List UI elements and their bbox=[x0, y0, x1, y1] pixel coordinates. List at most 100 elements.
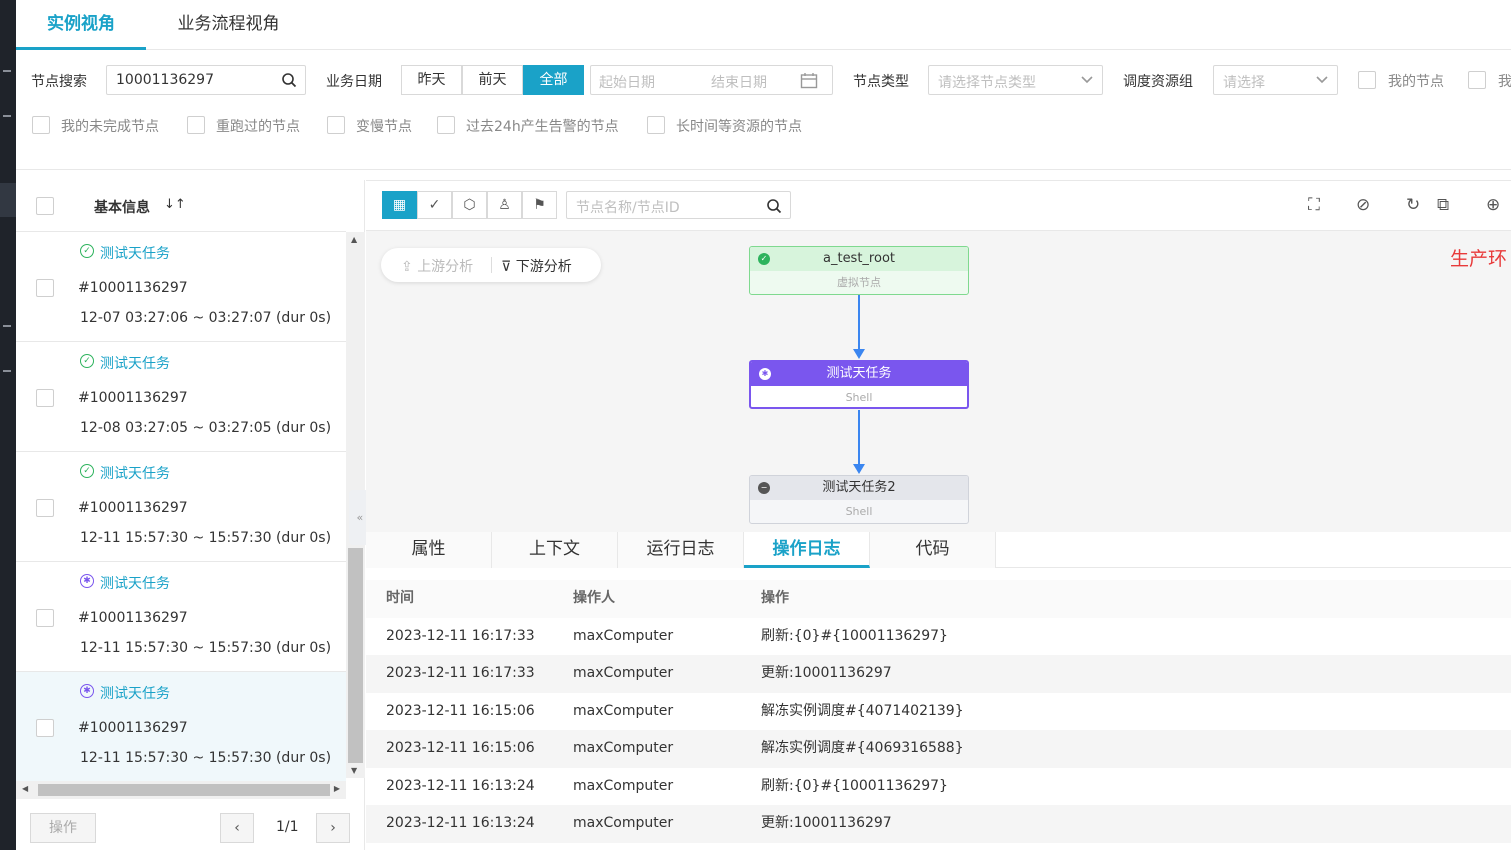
downstream-analysis-button[interactable]: ⊽ 下游分析 bbox=[501, 259, 572, 275]
long-wait-label: 长时间等资源的节点 bbox=[676, 119, 802, 135]
tab-business-flow-view[interactable]: 业务流程视角 bbox=[177, 14, 280, 34]
table-row: 2023-12-11 16:15:06 maxComputer 解冻实例调度#{… bbox=[366, 730, 1511, 768]
list-item[interactable]: ✓ 测试天任务 #10001136297 12-07 03:27:06 ~ 03… bbox=[16, 232, 346, 342]
user-icon[interactable]: ♙ bbox=[487, 191, 522, 219]
search-icon[interactable] bbox=[766, 198, 782, 214]
hide-icon[interactable]: ⊘ bbox=[1356, 195, 1371, 215]
sidebar-mark bbox=[3, 70, 11, 72]
dag-node-current[interactable]: ✱ 测试天任务 Shell bbox=[749, 360, 969, 409]
layers-icon[interactable]: ⧉ bbox=[1437, 195, 1450, 215]
instance-id: #10001136297 bbox=[78, 500, 188, 516]
search-icon[interactable] bbox=[281, 72, 297, 88]
scroll-down-icon[interactable]: ▼ bbox=[351, 766, 358, 775]
col-operator: 操作人 bbox=[573, 590, 615, 606]
table-header: 时间 操作人 操作 bbox=[366, 580, 1511, 618]
cell-time: 2023-12-11 16:13:24 bbox=[386, 815, 535, 831]
task-name-link[interactable]: 测试天任务 bbox=[100, 686, 170, 702]
instance-time: 12-07 03:27:06 ~ 03:27:07 (dur 0s) bbox=[80, 310, 332, 326]
flag-icon[interactable]: ⚑ bbox=[522, 191, 557, 219]
tab-run-log[interactable]: 运行日志 bbox=[618, 532, 744, 568]
list-item-checkbox[interactable] bbox=[36, 609, 54, 627]
upstream-analysis-button[interactable]: ⇪ 上游分析 bbox=[401, 259, 474, 275]
refresh-icon[interactable]: ↻ bbox=[1406, 195, 1421, 215]
list-item-checkbox[interactable] bbox=[36, 719, 54, 737]
scroll-thumb[interactable] bbox=[348, 548, 363, 763]
tab-code[interactable]: 代码 bbox=[870, 532, 996, 568]
task-name-link[interactable]: 测试天任务 bbox=[100, 356, 170, 372]
list-item-selected[interactable]: ✱ 测试天任务 #10001136297 12-11 15:57:30 ~ 15… bbox=[16, 672, 346, 782]
my-unfinished-checkbox[interactable] bbox=[32, 116, 50, 134]
graph-toolbar: ▦ ✓ ⬡ ♙ ⚑ 节点名称/节点ID ⛶ ⊘ ↻ ⧉ ⊕ bbox=[366, 181, 1511, 231]
zoom-in-icon[interactable]: ⊕ bbox=[1486, 195, 1501, 215]
list-item-checkbox[interactable] bbox=[36, 279, 54, 297]
list-item[interactable]: ✓ 测试天任务 #10001136297 12-08 03:27:05 ~ 03… bbox=[16, 342, 346, 452]
overflow-checkbox[interactable] bbox=[1468, 71, 1486, 89]
rerun-checkbox[interactable] bbox=[187, 116, 205, 134]
date-yesterday-button[interactable]: 昨天 bbox=[401, 65, 462, 95]
date-range-picker[interactable]: 起始日期 结束日期 bbox=[590, 65, 833, 95]
map-icon[interactable]: ⛶ bbox=[1308, 195, 1320, 215]
dag-node-downstream[interactable]: − 测试天任务2 Shell bbox=[749, 475, 969, 524]
sort-icon[interactable]: ↓↑ bbox=[164, 197, 186, 212]
cell-operator: maxComputer bbox=[573, 702, 674, 719]
my-nodes-checkbox[interactable] bbox=[1358, 71, 1376, 89]
scroll-left-icon[interactable]: ◀ bbox=[22, 784, 29, 793]
edge-arrow bbox=[853, 464, 865, 474]
cube-icon[interactable]: ⬡ bbox=[452, 191, 487, 219]
dag-node-root[interactable]: ✓ a_test_root 虚拟节点 bbox=[749, 246, 969, 295]
list-item-checkbox[interactable] bbox=[36, 499, 54, 517]
select-all-checkbox[interactable] bbox=[36, 197, 54, 215]
cell-time: 2023-12-11 16:15:06 bbox=[386, 702, 535, 719]
list-item[interactable]: ✓ 测试天任务 #10001136297 12-11 15:57:30 ~ 15… bbox=[16, 452, 346, 562]
bizdate-label: 业务日期 bbox=[326, 74, 382, 90]
tab-context[interactable]: 上下文 bbox=[492, 532, 618, 568]
node-search-input[interactable]: 10001136297 bbox=[106, 65, 306, 95]
scroll-right-icon[interactable]: ▶ bbox=[333, 784, 340, 793]
date-day-before-button[interactable]: 前天 bbox=[462, 65, 523, 95]
cell-operator: maxComputer bbox=[573, 740, 674, 756]
prev-page-button[interactable]: ‹ bbox=[220, 813, 254, 843]
sidebar-active-item[interactable] bbox=[0, 183, 16, 217]
long-wait-checkbox[interactable] bbox=[647, 116, 665, 134]
cell-operation: 解冻实例调度#{4071402139} bbox=[761, 702, 964, 719]
chevron-down-icon bbox=[1316, 76, 1328, 84]
cell-operation: 更新:10001136297 bbox=[761, 665, 892, 681]
date-all-button[interactable]: 全部 bbox=[523, 65, 584, 95]
check-circle-icon[interactable]: ✓ bbox=[417, 191, 452, 219]
scroll-up-icon[interactable]: ▲ bbox=[351, 235, 358, 244]
cell-time: 2023-12-11 16:17:33 bbox=[386, 627, 535, 644]
tab-instance-view[interactable]: 实例视角 bbox=[16, 0, 146, 50]
success-icon: ✓ bbox=[758, 253, 770, 265]
task-name-link[interactable]: 测试天任务 bbox=[100, 246, 170, 262]
list-item[interactable]: ✱ 测试天任务 #10001136297 12-11 15:57:30 ~ 15… bbox=[16, 562, 346, 672]
scroll-thumb[interactable] bbox=[38, 784, 330, 796]
running-icon: ✱ bbox=[80, 574, 94, 588]
next-page-button[interactable]: › bbox=[316, 813, 350, 843]
dag-edge bbox=[858, 410, 860, 465]
task-name-link[interactable]: 测试天任务 bbox=[100, 576, 170, 592]
table-row: 2023-12-11 16:17:33 maxComputer 更新:10001… bbox=[366, 655, 1511, 693]
slow-checkbox[interactable] bbox=[327, 116, 345, 134]
tab-operation-log[interactable]: 操作日志 bbox=[744, 532, 870, 568]
tab-properties[interactable]: 属性 bbox=[366, 532, 492, 568]
filter-panel: 节点搜索 10001136297 业务日期 昨天 前天 全部 起始日期 结束日期… bbox=[16, 50, 1511, 170]
task-name-link[interactable]: 测试天任务 bbox=[100, 466, 170, 482]
end-date-placeholder: 结束日期 bbox=[711, 75, 767, 91]
environment-label: 生产环 bbox=[1450, 248, 1508, 270]
list-horizontal-scrollbar[interactable]: ◀ ▶ bbox=[16, 781, 346, 799]
cell-operation: 更新:10001136297 bbox=[761, 815, 892, 831]
node-type-select[interactable]: 请选择节点类型 bbox=[928, 65, 1103, 95]
downstream-label: 下游分析 bbox=[515, 259, 572, 275]
node-filter-input[interactable]: 节点名称/节点ID bbox=[566, 191, 791, 219]
instance-id: #10001136297 bbox=[78, 390, 188, 406]
col-time: 时间 bbox=[386, 590, 414, 606]
batch-action-button[interactable]: 操作 bbox=[30, 813, 96, 843]
resource-group-select[interactable]: 请选择 bbox=[1213, 65, 1338, 95]
start-date-placeholder: 起始日期 bbox=[599, 75, 655, 91]
upstream-label: 上游分析 bbox=[417, 259, 474, 275]
alert-24h-checkbox[interactable] bbox=[437, 116, 455, 134]
grid-view-icon[interactable]: ▦ bbox=[382, 191, 417, 219]
list-item-checkbox[interactable] bbox=[36, 389, 54, 407]
alert-24h-label: 过去24h产生告警的节点 bbox=[466, 119, 619, 135]
dag-panel: ▦ ✓ ⬡ ♙ ⚑ 节点名称/节点ID ⛶ ⊘ ↻ ⧉ ⊕ ⇪ 上游分析 ⊽ 下… bbox=[366, 180, 1511, 532]
